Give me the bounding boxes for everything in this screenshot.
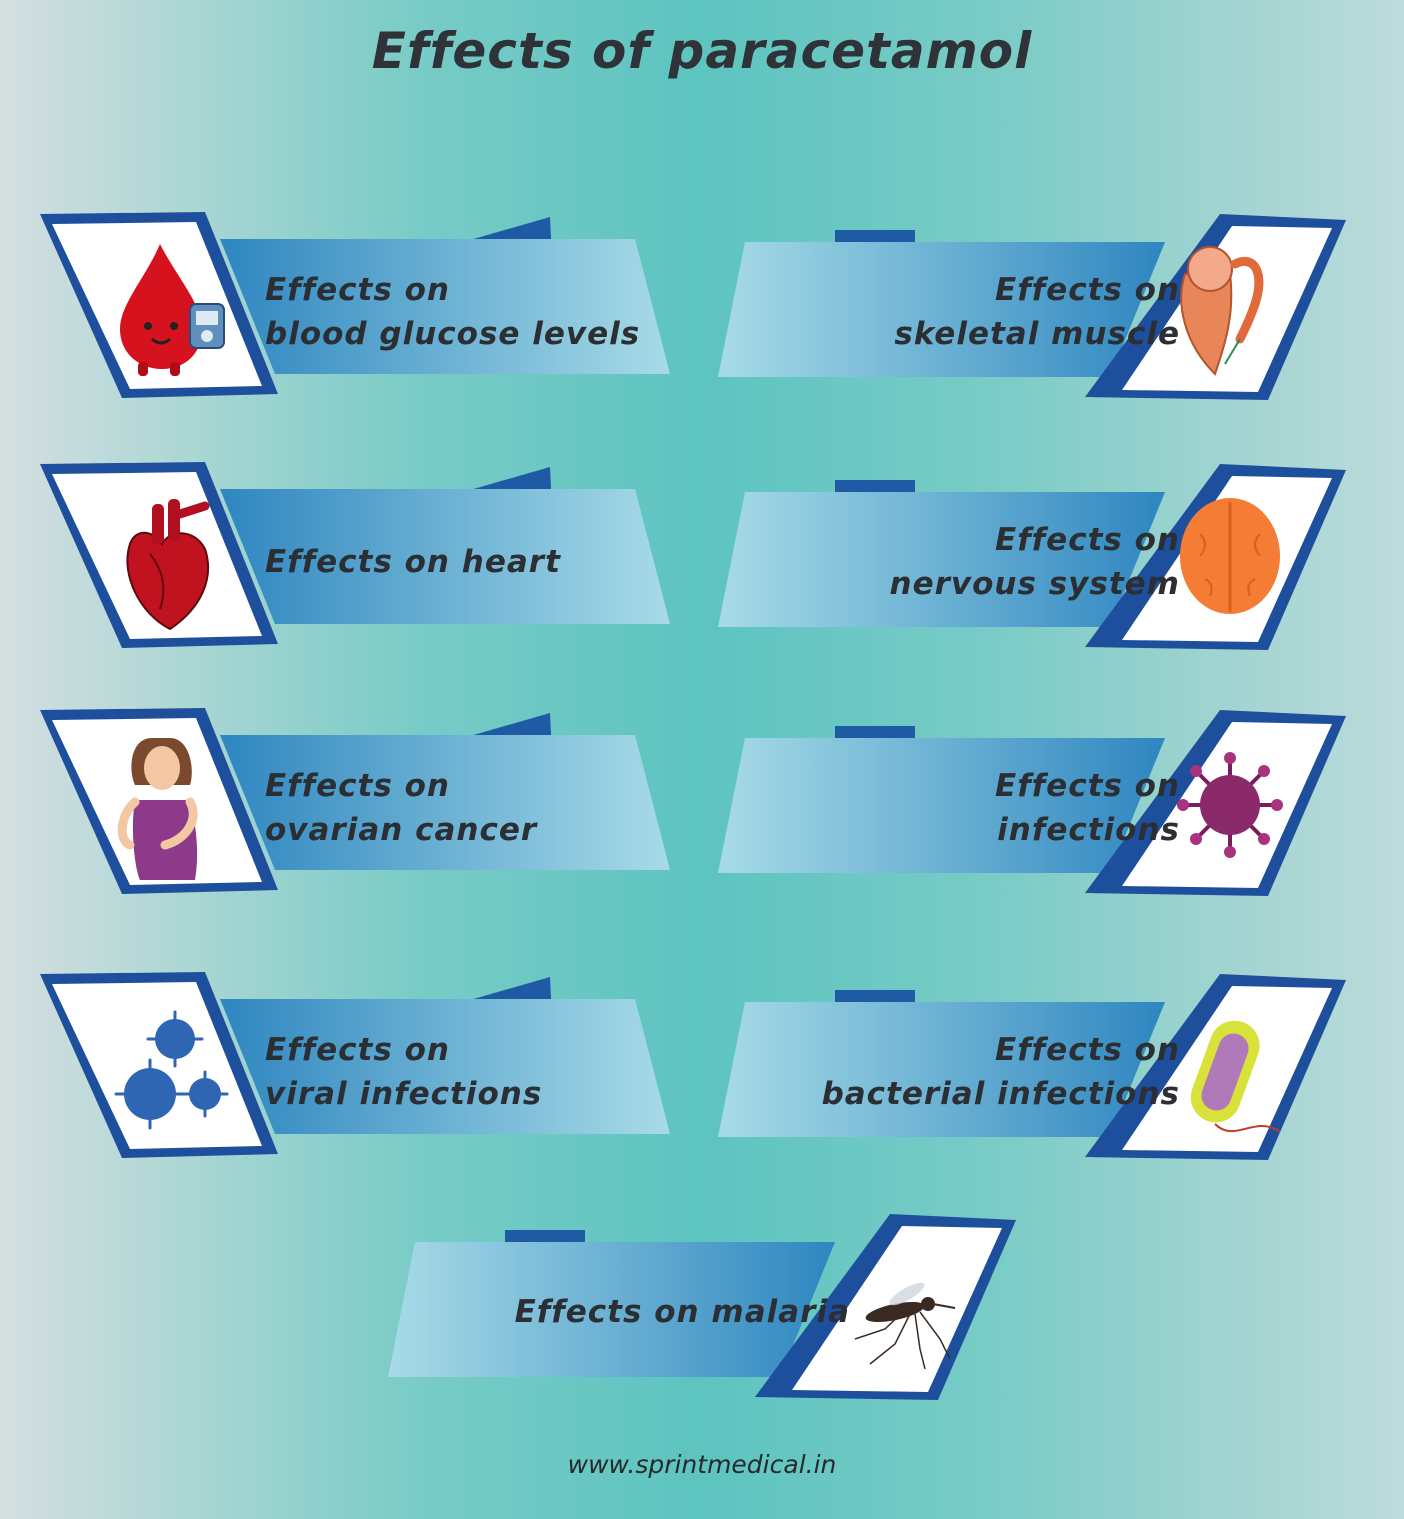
bacterium-icon bbox=[1155, 994, 1305, 1144]
mosquito-icon bbox=[825, 1234, 975, 1384]
card-label: Effects on bacterial infections bbox=[821, 1032, 1180, 1112]
card-label: Effects on skeletal muscle bbox=[894, 272, 1180, 352]
card-blood-glucose: Effects on blood glucose levels bbox=[40, 212, 680, 402]
card-heart: Effects on heart bbox=[40, 462, 680, 652]
card-label: Effects on malaria bbox=[514, 1294, 850, 1330]
card-label: Effects on blood glucose levels bbox=[265, 272, 641, 352]
virus-particle-icon bbox=[1155, 730, 1305, 880]
woman-abdominal-pain-icon bbox=[90, 730, 240, 880]
card-label: Effects on heart bbox=[265, 544, 561, 580]
blood-drop-glucometer-icon bbox=[90, 234, 240, 384]
card-nervous-system: Effects on nervous system bbox=[710, 462, 1350, 652]
heart-icon bbox=[90, 484, 240, 634]
card-label: Effects on viral infections bbox=[265, 1032, 543, 1112]
card-label: Effects on infections bbox=[995, 768, 1180, 848]
card-skeletal-muscle: Effects on skeletal muscle bbox=[710, 212, 1350, 402]
card-banner bbox=[40, 972, 670, 1158]
card-label: Effects on ovarian cancer bbox=[265, 768, 538, 848]
card-malaria: Effects on malaria bbox=[380, 1212, 1020, 1402]
brain-icon bbox=[1155, 484, 1305, 634]
card-infections: Effects on infections bbox=[710, 708, 1350, 898]
card-label: Effects on nervous system bbox=[889, 522, 1180, 602]
muscle-fiber-icon bbox=[1155, 234, 1305, 384]
card-bacterial-infections: Effects on bacterial infections bbox=[710, 972, 1350, 1162]
page-title: Effects of paracetamol bbox=[371, 22, 1033, 80]
footer-website: www.sprintmedical.in bbox=[567, 1450, 837, 1479]
virus-cluster-icon bbox=[90, 994, 240, 1144]
card-viral-infections: Effects on viral infections bbox=[40, 972, 680, 1162]
card-ovarian-cancer: Effects on ovarian cancer bbox=[40, 708, 680, 898]
